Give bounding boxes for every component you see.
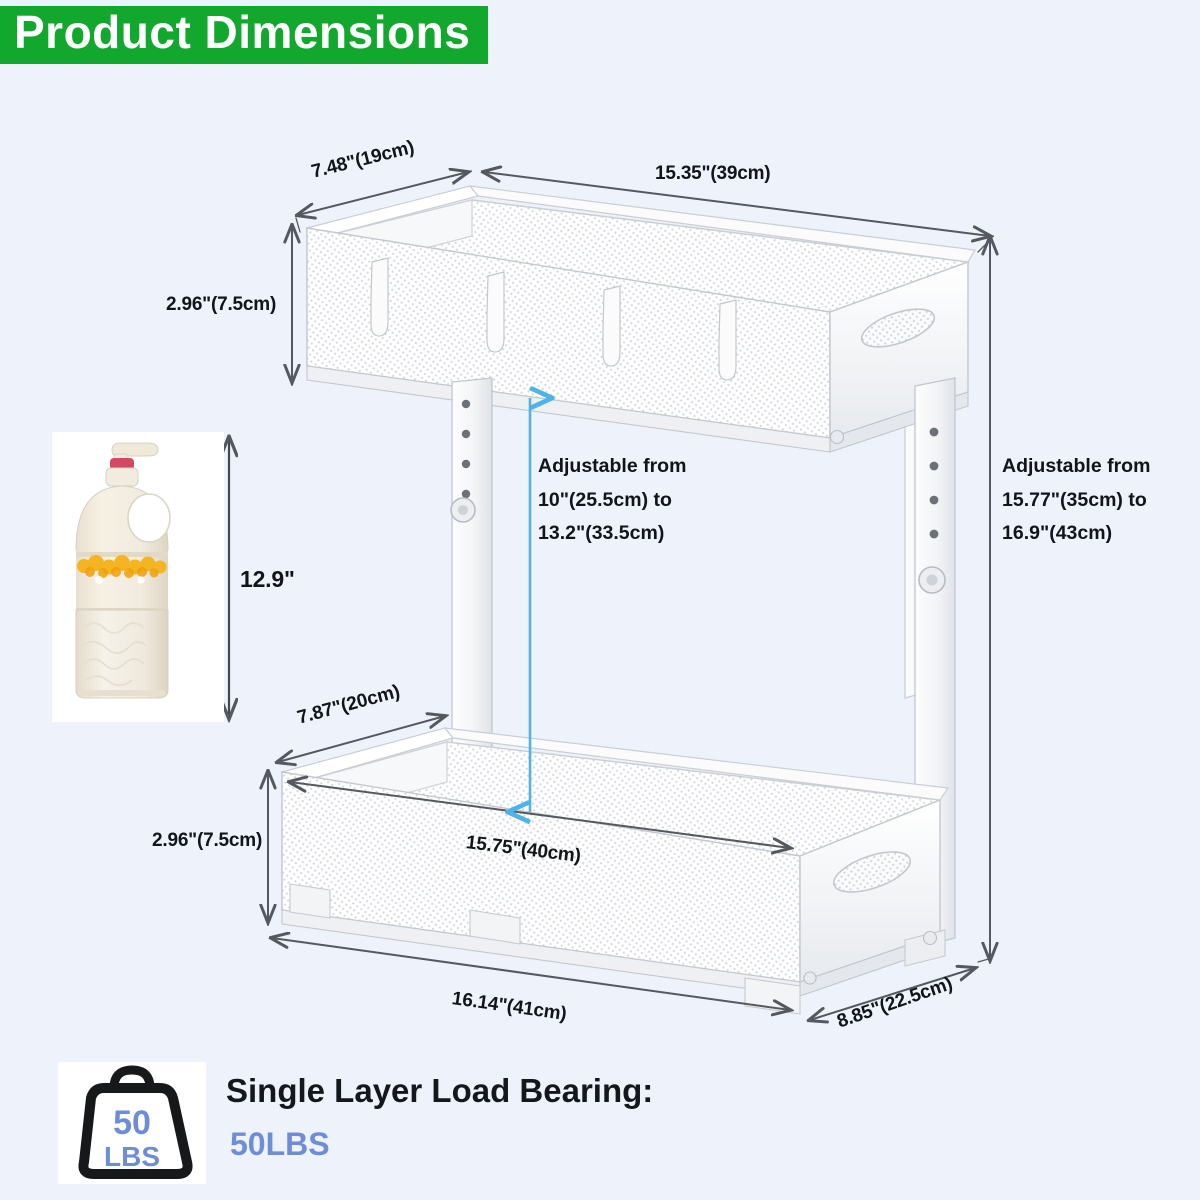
dim-bottom-shelf-height: 2.96"(7.5cm)	[152, 830, 263, 851]
page-title: Product Dimensions	[14, 6, 471, 58]
bottle-photo	[52, 432, 224, 722]
rear-legs	[459, 321, 936, 725]
annotation-middle-line3: 13.2"(33.5cm)	[538, 522, 665, 545]
annotation-total-height: Adjustable from 15.77"(35cm) to 16.9"(43…	[1002, 450, 1150, 551]
top-shelf-screws	[829, 391, 949, 445]
weight-badge-value: 50	[113, 1104, 151, 1142]
weight-icon: 50 LBS	[58, 1062, 206, 1184]
load-bearing-section: 50 LBS Single Layer Load Bearing: 50LBS	[58, 1062, 1058, 1192]
floral-band	[76, 552, 168, 584]
top-shelf	[305, 185, 976, 453]
annotation-middle-clearance: Adjustable from 10"(25.5cm) to 13.2"(33.…	[538, 450, 686, 551]
bottle-height-label: 12.9"	[240, 566, 295, 592]
annotation-middle-line1: Adjustable from	[538, 455, 687, 477]
bottom-shelf	[280, 727, 950, 1015]
dim-bottom-shelf-inner-width: 15.75"(40cm)	[464, 832, 582, 867]
dim-top-shelf-height: 2.96"(7.5cm)	[166, 294, 277, 315]
load-bearing-value: 50LBS	[230, 1126, 330, 1162]
weight-badge-unit: LBS	[104, 1141, 160, 1172]
annotation-total-line2: 15.77"(35cm) to	[1002, 488, 1147, 511]
weight-badge: 50 LBS	[58, 1062, 206, 1184]
annotation-total-line1: Adjustable from	[1002, 455, 1151, 477]
hooks	[370, 257, 737, 381]
adjust-knob-left	[450, 497, 476, 523]
dim-base-width: 16.14"(41cm)	[450, 988, 568, 1025]
annotation-middle-line2: 10"(25.5cm) to	[538, 488, 672, 511]
dim-base-depth: 8.85"(22.5cm)	[834, 973, 956, 1033]
adjust-knob-right	[918, 566, 946, 594]
dim-top-shelf-depth: 7.48"(19cm)	[309, 136, 417, 183]
load-bearing-title: Single Layer Load Bearing:	[226, 1072, 654, 1109]
annotation-total-line3: 16.9"(43cm)	[1002, 522, 1113, 545]
soap-bottle-illustration	[52, 432, 224, 722]
dim-top-shelf-width: 15.35"(39cm)	[655, 163, 771, 184]
dim-bottom-shelf-depth: 7.87"(20cm)	[295, 681, 403, 729]
dimension-lines	[268, 172, 992, 1020]
header-banner: Product Dimensions	[0, 6, 489, 65]
adjustable-legs	[450, 377, 956, 949]
